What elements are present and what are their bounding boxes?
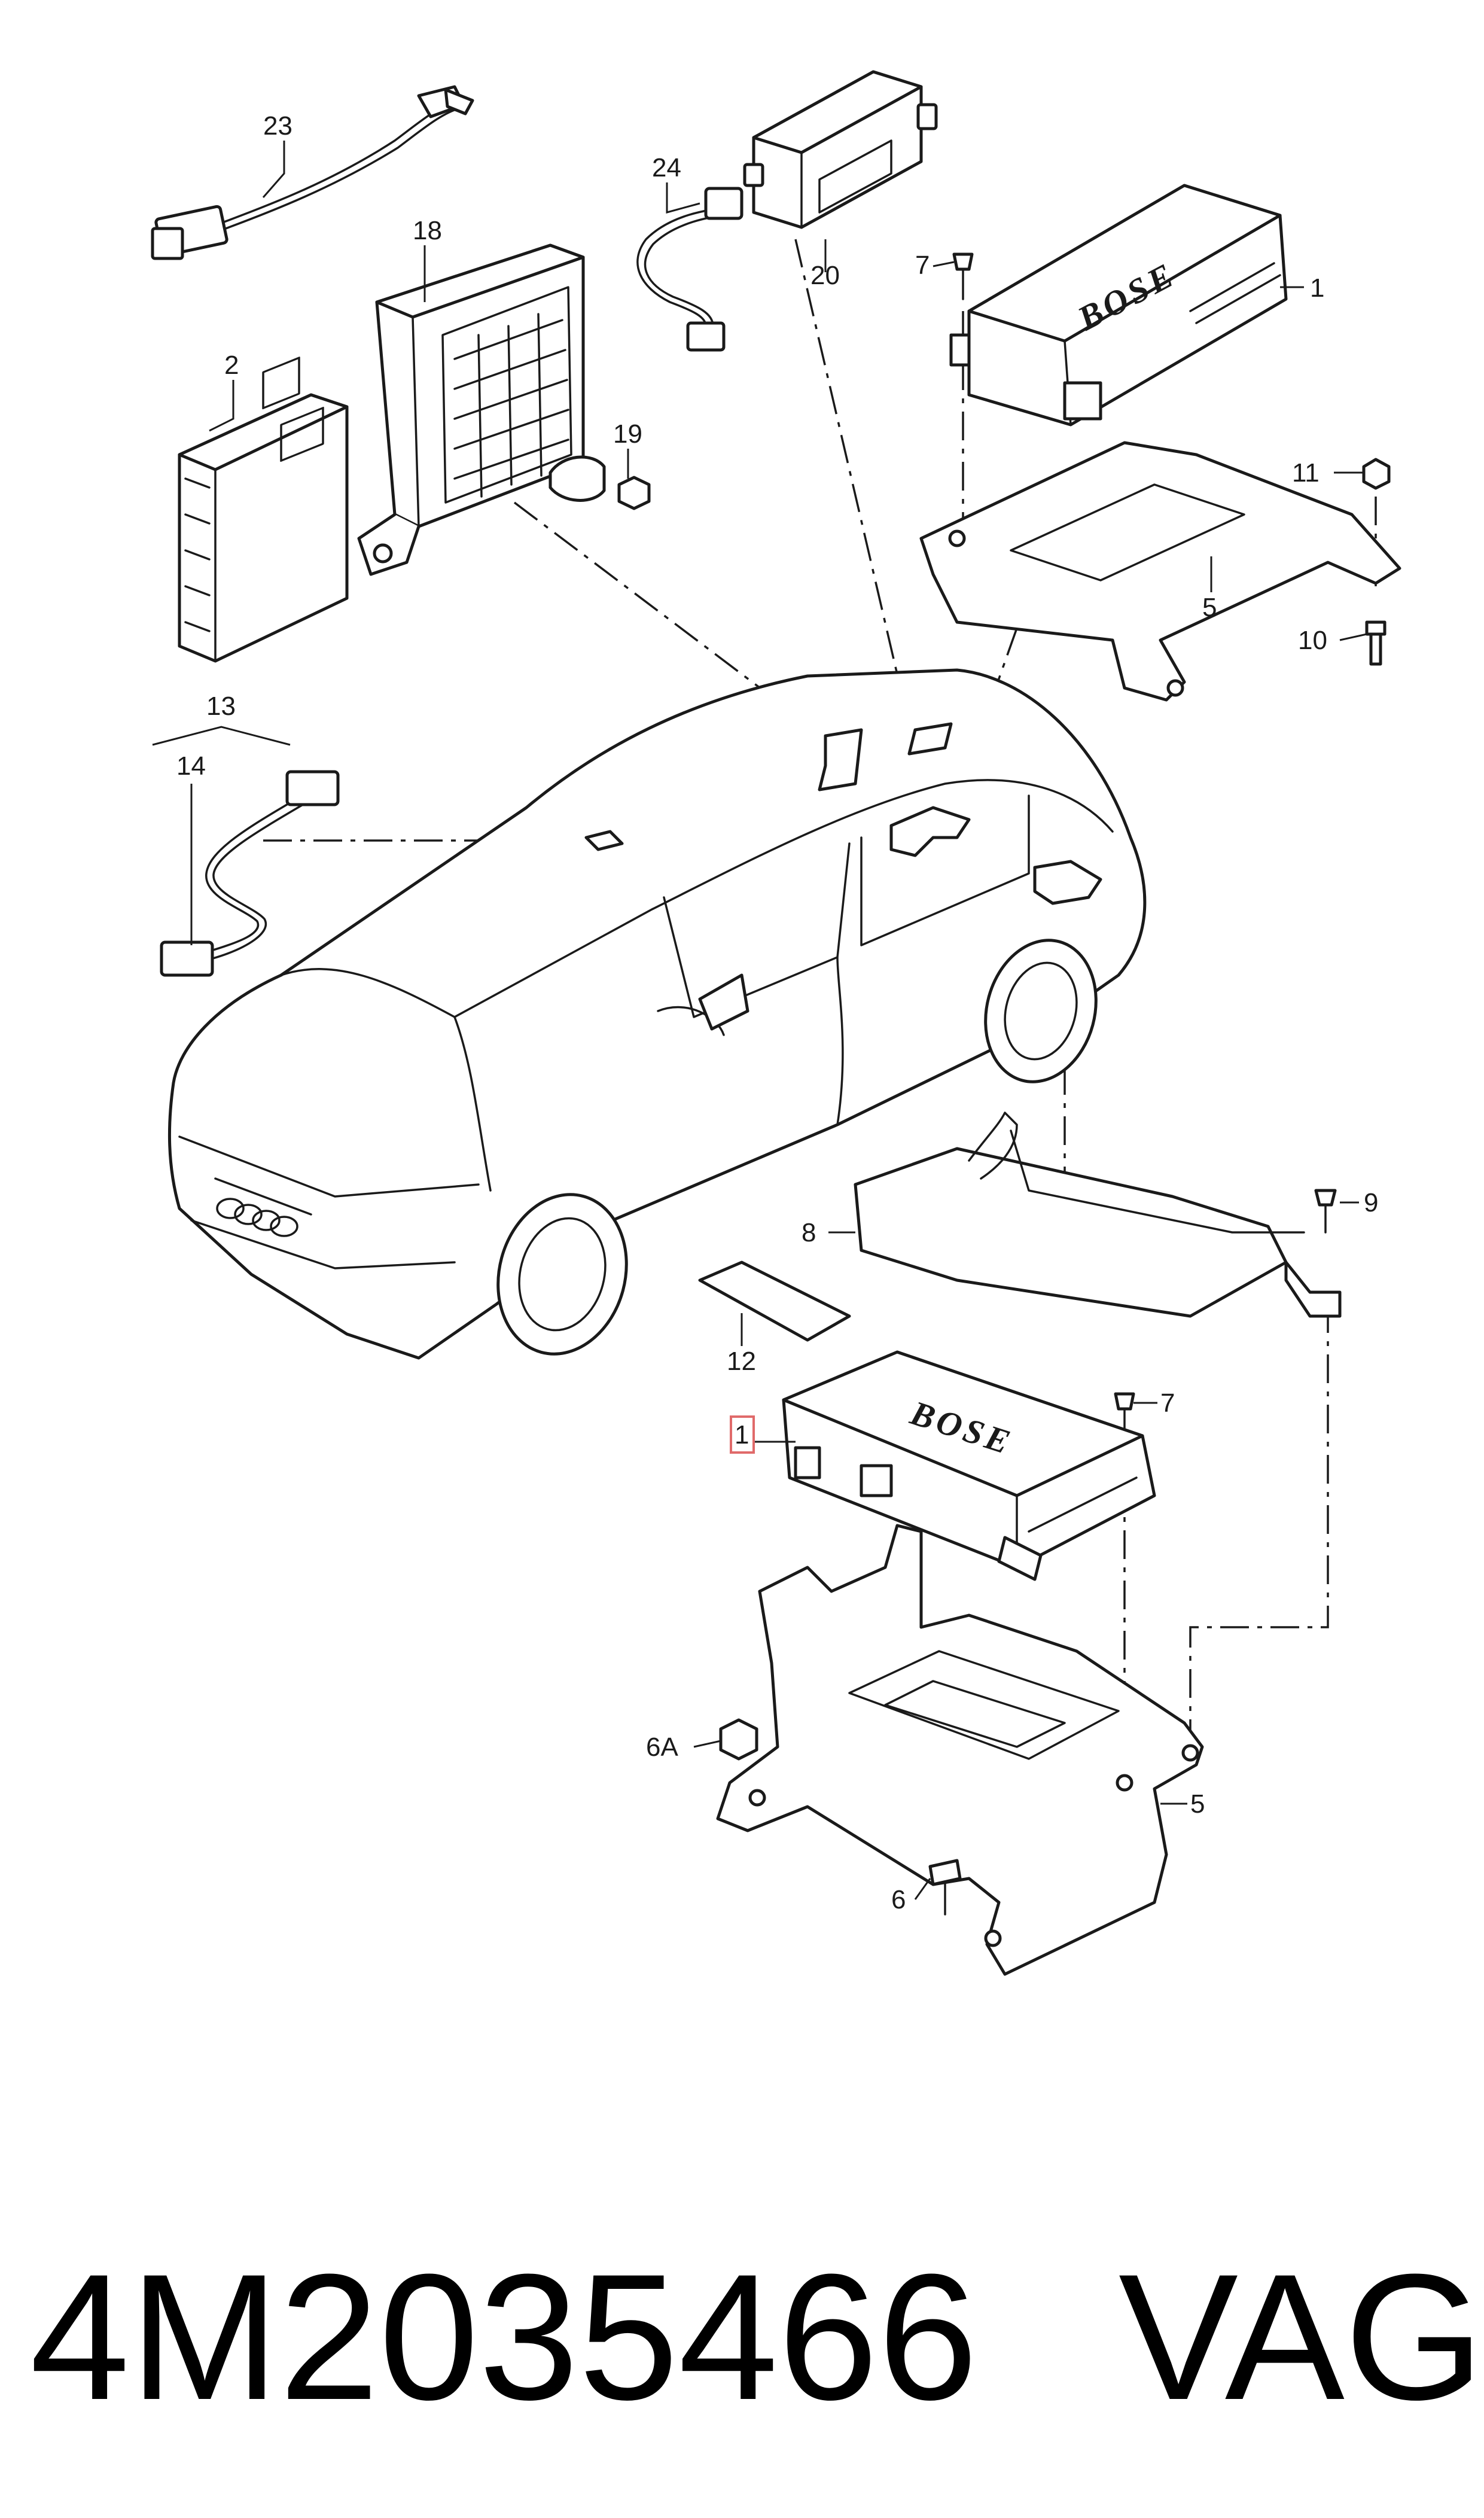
part-6A-nut	[719, 1718, 758, 1761]
part-12-sticker	[698, 1260, 851, 1342]
part-14-cable	[160, 770, 340, 977]
callout-5-top: 5	[1202, 593, 1217, 622]
part-1-amplifier-bottom: BOSE	[782, 1350, 1156, 1581]
callout-20: 20	[810, 261, 840, 290]
part-5-bracket-top	[919, 441, 1401, 702]
callout-leaders	[152, 141, 1367, 1900]
part-7-screw-top	[952, 252, 974, 300]
maker-name: VAG	[1119, 2236, 1484, 2437]
callout-8: 8	[802, 1218, 816, 1247]
callout-1-highlight-box	[730, 1415, 755, 1454]
part-5-bracket-bottom	[716, 1524, 1204, 1976]
callout-6A: 6A	[646, 1733, 678, 1762]
callout-23: 23	[263, 111, 292, 141]
callout-7-top: 7	[915, 251, 930, 280]
part-18-antenna-module	[357, 243, 585, 576]
part-8-cover	[854, 1112, 1342, 1318]
callout-2: 2	[224, 351, 239, 380]
part-24-cable	[636, 187, 743, 352]
callout-6: 6	[891, 1885, 906, 1914]
callout-12: 12	[727, 1347, 756, 1376]
part-23-cable	[151, 85, 474, 260]
location-markers	[584, 722, 1102, 905]
part-number: 4M2035466	[30, 2236, 978, 2437]
part-20-module	[743, 70, 938, 229]
part-19-nut	[548, 455, 651, 510]
callout-1-top: 1	[1310, 273, 1324, 303]
callout-labels: 23 18 2 19 24 20 7 1 11 5 10 13 14 9 8 1…	[176, 111, 1378, 1914]
callout-1-highlighted: 1	[735, 1420, 749, 1450]
part-10-bolt	[1365, 620, 1387, 666]
callout-7-bottom: 7	[1160, 1389, 1175, 1418]
callout-9: 9	[1364, 1188, 1378, 1217]
callout-5-bottom: 5	[1190, 1789, 1205, 1819]
callout-13: 13	[206, 692, 236, 721]
part-11-nut	[1362, 458, 1391, 490]
part-9-screw	[1314, 1189, 1337, 1234]
callout-14: 14	[176, 751, 206, 781]
callout-18: 18	[413, 216, 442, 245]
part-6-screw	[928, 1859, 962, 1916]
callout-10: 10	[1298, 626, 1327, 655]
part-7-screw-bottom	[1114, 1392, 1135, 1437]
callout-19: 19	[613, 419, 642, 449]
callout-24: 24	[652, 153, 681, 182]
callout-11: 11	[1292, 458, 1320, 488]
part-2-control-unit	[178, 357, 349, 663]
part-1-amplifier-top: BOSE	[949, 184, 1288, 427]
